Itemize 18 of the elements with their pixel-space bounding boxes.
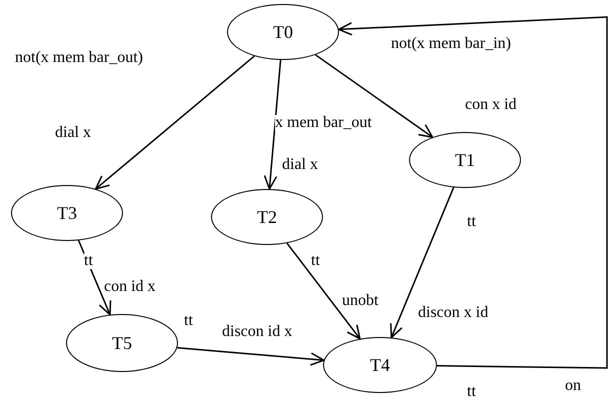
state-name: T0 [273, 20, 293, 44]
arrow [390, 187, 454, 338]
arrow [338, 16, 608, 369]
state-name: T3 [57, 202, 77, 224]
guard-label: not(x mem bar_out) [15, 50, 143, 66]
arrow [264, 60, 282, 190]
arrow [78, 240, 112, 316]
edge-label: not(x mem bar_in) [391, 36, 511, 52]
arrow [286, 242, 361, 340]
arrow [94, 55, 255, 190]
state-name: T2 [257, 206, 277, 228]
state-name: T1 [455, 148, 475, 172]
guard-label: x mem bar_out [275, 115, 372, 131]
guard-label: tt [84, 253, 93, 269]
state-name: T4 [370, 354, 390, 376]
arrow [315, 54, 434, 138]
arrow [177, 346, 325, 366]
state-name: T5 [112, 332, 132, 354]
